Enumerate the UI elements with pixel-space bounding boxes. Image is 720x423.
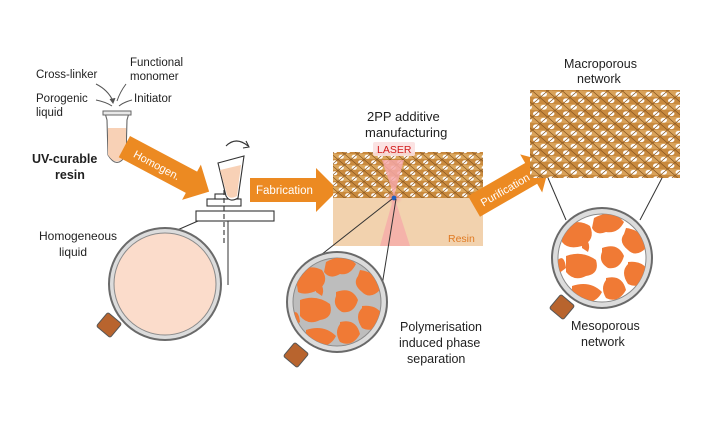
homogenizer-icon	[195, 140, 275, 246]
label-pips-2: induced phase	[399, 336, 480, 350]
zoom-line-6	[639, 177, 663, 221]
label-macroporous-1: Macroporous	[564, 57, 637, 71]
label-resin: Resin	[448, 233, 475, 245]
label-2pp-2: manufacturing	[365, 125, 447, 140]
label-pips-3: separation	[407, 352, 465, 366]
label-uv-curable-2: resin	[55, 168, 85, 182]
phase-separation-magnifier	[283, 251, 388, 368]
label-uv-curable-1: UV-curable	[32, 152, 97, 166]
homogen-arrow: Homogen.	[118, 136, 210, 200]
label-cross-linker: Cross-linker	[36, 69, 98, 81]
zoom-line-3	[311, 198, 393, 263]
label-initiator: Initiator	[134, 93, 172, 105]
homogeneous-liquid-magnifier	[96, 227, 222, 341]
label-functional-monomer-2: monomer	[130, 71, 179, 83]
label-laser: LASER	[377, 144, 412, 156]
macroporous-network-block	[530, 90, 680, 178]
mesoporous-network-magnifier	[549, 207, 653, 320]
label-macroporous-2: network	[577, 72, 622, 86]
label-functional-monomer-1: Functional	[130, 57, 183, 69]
label-pips-1: Polymerisation	[400, 320, 482, 334]
fabrication-arrow: Fabrication	[250, 168, 338, 212]
label-fabrication: Fabrication	[256, 185, 313, 197]
label-mesoporous-1: Mesoporous	[571, 319, 640, 333]
zoom-line-5	[547, 177, 567, 221]
label-mesoporous-2: network	[581, 335, 626, 349]
label-porogenic-1: Porogenic	[36, 93, 88, 105]
label-2pp-1: 2PP additive	[367, 109, 440, 124]
label-porogenic-2: liquid	[36, 107, 63, 119]
label-homogeneous-2: liquid	[59, 245, 87, 259]
component-arrows	[95, 83, 133, 107]
label-homogeneous-1: Homogeneous	[39, 229, 117, 243]
2pp-printing-block	[333, 142, 483, 246]
